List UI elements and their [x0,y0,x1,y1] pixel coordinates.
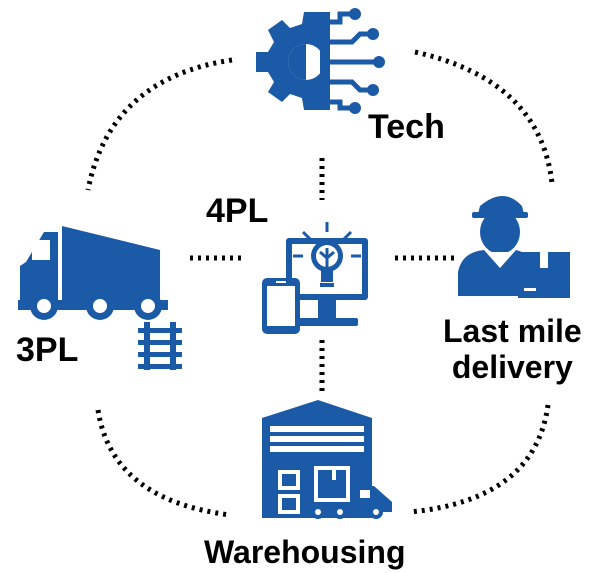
warehouse-icon [262,400,392,519]
bulb-monitor-phone-icon [262,222,368,334]
warehousing-label: Warehousing [204,534,406,570]
arc-3pl-warehousing [95,409,231,518]
delivery-person-icon [458,196,570,298]
gear-circuit-icon [256,8,385,114]
lastmile-label-line1: Last mile [443,313,582,349]
tech-label: Tech [368,108,445,146]
arc-tech-3pl [85,57,233,191]
inner-connectors [190,158,455,395]
railway-track-icon [138,322,182,370]
threepl-label: 3PL [16,331,79,369]
lastmile-label: Last mile delivery [443,313,582,385]
fourpl-label: 4PL [206,192,269,230]
truck-icon [18,226,168,320]
arc-lastmile-warehousing [409,404,551,515]
lastmile-label-line2: delivery [451,349,573,385]
outer-dotted-ring [85,49,555,518]
